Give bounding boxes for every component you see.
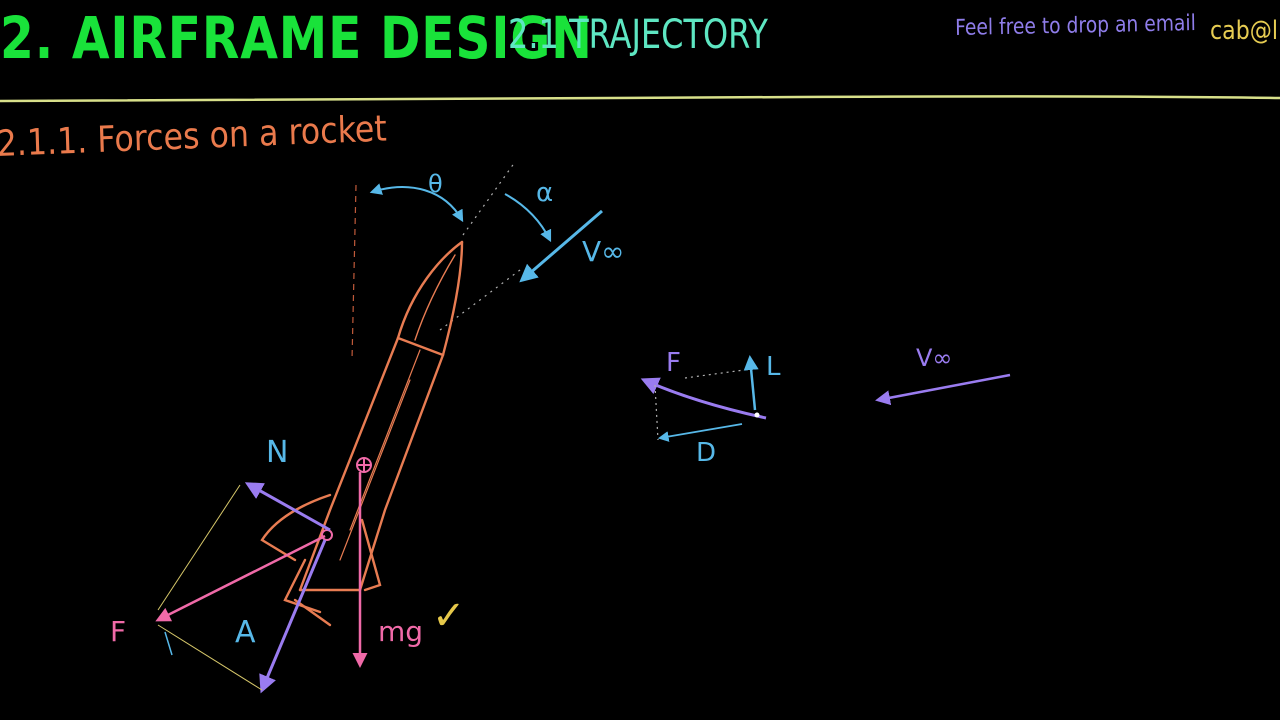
vertical-reference-line	[351, 184, 357, 361]
force-origin-dot	[754, 412, 760, 418]
alpha-arc	[504, 193, 552, 243]
lift-label: L	[766, 352, 781, 382]
rocket-axis-extension	[462, 161, 516, 236]
center-of-pressure-marker	[321, 529, 333, 541]
velocity-extension	[439, 269, 521, 331]
thrust-label: F	[110, 615, 127, 648]
main-title: 2. AIRFRAME DESIGN	[0, 4, 593, 72]
drag-dashed-line	[654, 384, 659, 441]
drag-label: D	[696, 438, 717, 468]
right-v-infinity-label: V∞	[916, 344, 953, 372]
construction-line-1	[157, 484, 241, 611]
subtitle: 2.1 TRAJECTORY	[508, 12, 768, 58]
alpha-label: α	[536, 178, 554, 208]
theta-label: θ	[428, 170, 443, 198]
normal-force-arrow	[244, 482, 331, 532]
axial-force-arrow	[259, 539, 327, 694]
theta-arc	[369, 183, 464, 223]
center-of-gravity-marker	[356, 457, 372, 473]
drag-arrow	[657, 423, 743, 442]
normal-force-label: N	[266, 435, 289, 470]
rocket-body	[260, 240, 464, 627]
check-mark: ✓	[432, 593, 466, 639]
resultant-force-arrow	[640, 377, 767, 420]
lift-arrow	[743, 355, 759, 411]
email-fragment: cab@ll	[1210, 16, 1280, 46]
weight-label: mg	[378, 615, 424, 648]
total-force-arrow	[155, 534, 326, 622]
axial-force-label: A	[235, 615, 256, 650]
right-force-label: F	[666, 348, 681, 378]
lift-dashed-line	[684, 369, 745, 379]
v-infinity-label: V∞	[582, 235, 625, 268]
construction-tick	[164, 631, 173, 656]
right-v-infinity-arrow	[875, 373, 1011, 406]
header-divider	[0, 95, 1280, 103]
construction-line-2	[157, 624, 263, 691]
v-infinity-arrow	[519, 209, 603, 283]
